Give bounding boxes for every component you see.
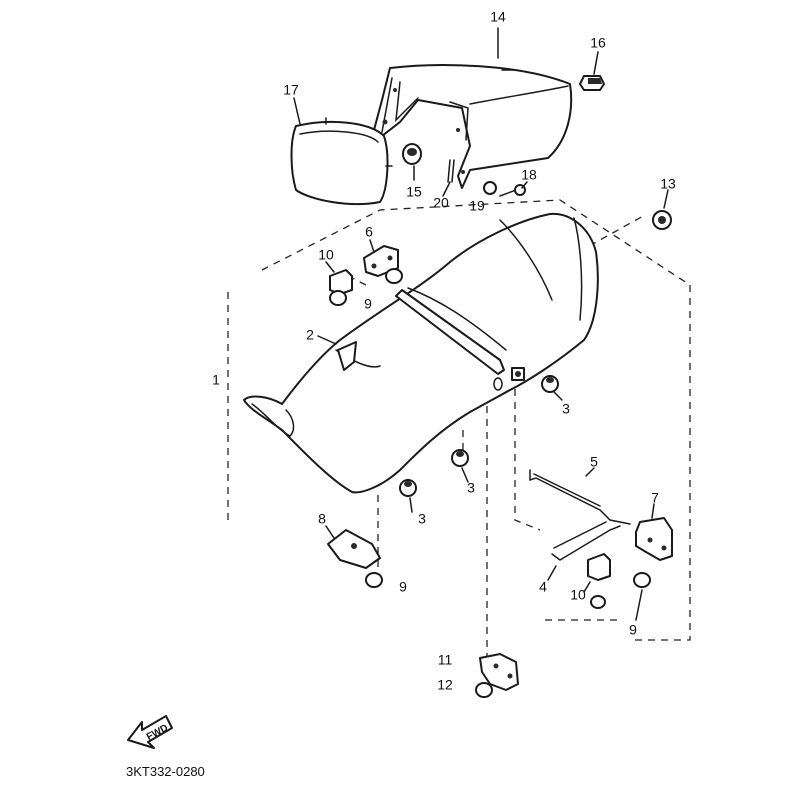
callout-11: 11	[438, 652, 453, 668]
callout-13: 13	[660, 176, 676, 192]
callout-3-right: 3	[562, 401, 570, 417]
callout-6: 6	[365, 224, 373, 240]
damper-3	[399, 375, 559, 497]
seat-assembly	[243, 212, 599, 494]
callout-12: 12	[437, 677, 453, 693]
bracket-8	[327, 529, 381, 569]
grommet-9-upper	[329, 268, 403, 306]
callout-labels: 14 16 17 15 20 18 19 13 6 10 9 2 1 3 3 3…	[212, 9, 676, 693]
grommet-15	[402, 143, 422, 165]
rear-seat-cowl	[373, 64, 573, 189]
clip-10-lower	[587, 553, 611, 581]
callout-18: 18	[521, 167, 537, 183]
rod-5	[529, 469, 631, 525]
hook-4	[551, 521, 621, 561]
callout-19: 19	[469, 198, 485, 214]
callout-8: 8	[318, 511, 326, 527]
callout-9-upper: 9	[364, 296, 372, 312]
callout-9-lower-left: 9	[399, 579, 407, 595]
callout-10-lower: 10	[570, 587, 586, 603]
callout-20: 20	[433, 195, 449, 211]
callout-9-lower-right: 9	[629, 622, 637, 638]
leader-lines	[293, 27, 669, 621]
bracket-6	[363, 245, 399, 277]
callout-1: 1	[212, 372, 220, 388]
tail-light-lens	[290, 117, 393, 206]
callout-2: 2	[306, 327, 314, 343]
washer-19	[483, 181, 497, 195]
callout-5: 5	[590, 454, 598, 470]
screw-18	[499, 184, 526, 197]
callout-4: 4	[539, 579, 547, 595]
callout-10-upper: 10	[318, 247, 334, 263]
forward-arrow-icon: FWD	[127, 715, 173, 749]
callout-16: 16	[590, 35, 606, 51]
nut-13	[652, 210, 672, 230]
pin-20	[447, 159, 455, 183]
callout-7: 7	[651, 490, 659, 506]
diagram-code: 3KT332-0280	[126, 764, 205, 779]
callout-3-left: 3	[418, 511, 426, 527]
grommet-9-lower	[365, 572, 651, 609]
emblem-part	[579, 75, 605, 91]
bracket-7	[635, 517, 673, 561]
cap-12	[475, 682, 493, 698]
callout-15: 15	[406, 184, 422, 200]
callout-14: 14	[490, 9, 506, 25]
clip-10-upper	[329, 269, 353, 295]
seat-lock-11	[479, 653, 519, 691]
callout-3-middle: 3	[467, 480, 475, 496]
callout-17: 17	[283, 82, 299, 98]
